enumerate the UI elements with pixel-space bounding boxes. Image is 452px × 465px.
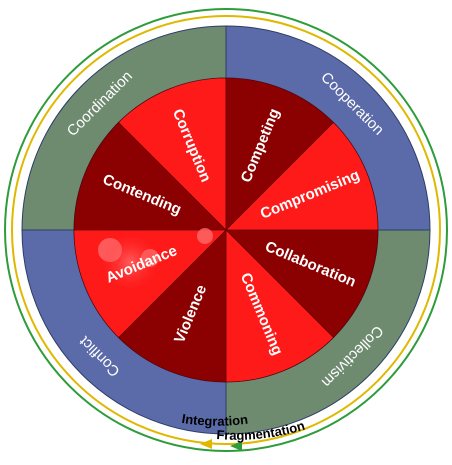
segment-commoning: [225, 229, 334, 383]
segment-corruption: [118, 77, 227, 231]
segment-competing: [225, 77, 334, 231]
segment-compromising: [225, 122, 379, 231]
segment-wheel: [73, 77, 379, 383]
segment-violence: [118, 229, 227, 383]
segment-collaboration: [225, 229, 379, 338]
avoidance-highlight: [98, 228, 213, 290]
fragmentation-ring: [4, 8, 448, 452]
ring-arrows: [4, 8, 448, 452]
integration-ring: [11, 15, 441, 445]
segment-contending: [73, 122, 227, 231]
integration-arrowhead: [200, 439, 212, 449]
integration-label: Integration: [181, 411, 249, 429]
fragmentation-arrowhead: [230, 441, 242, 451]
